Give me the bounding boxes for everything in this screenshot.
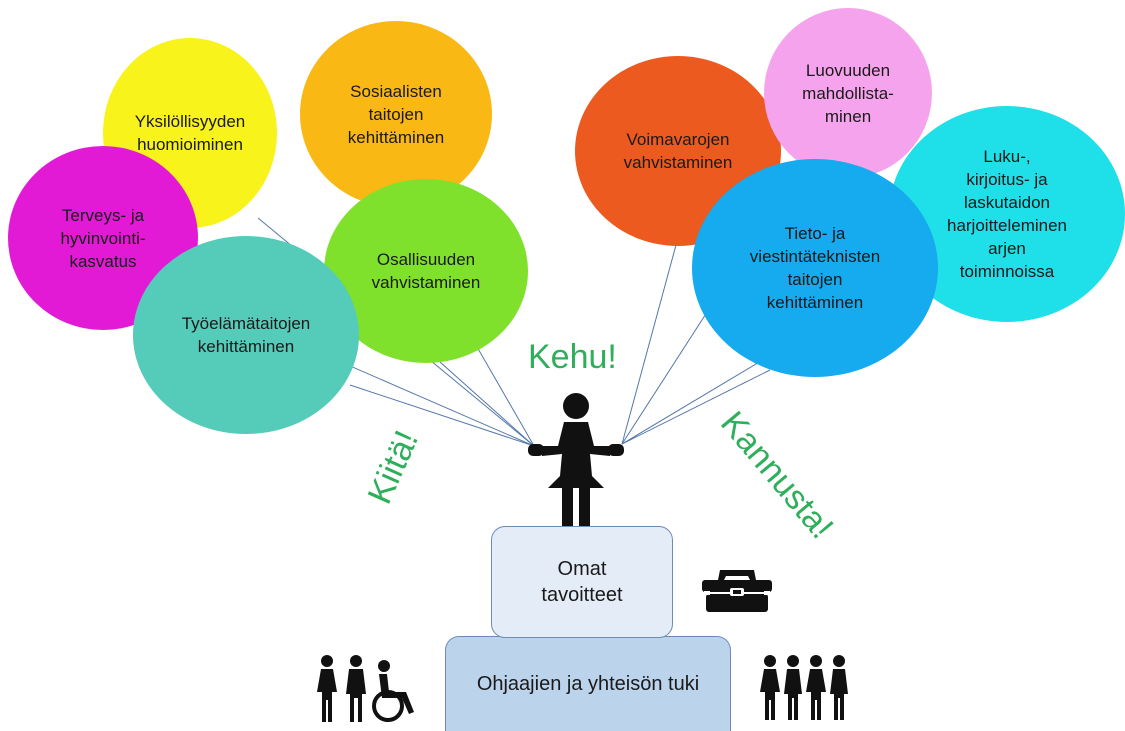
balloon-string-osallisuus: [439, 361, 535, 447]
support-label: Ohjaajien ja yhteisön tuki: [476, 673, 700, 695]
balloon-string-tyoelama: [349, 384, 535, 447]
balloon-string-voimavarat: [621, 244, 677, 445]
balloon-label: Työelämätaitojen kehittäminen: [181, 314, 311, 356]
balloon-label: Tieto- ja viestintäteknisten taitojen ke…: [749, 224, 881, 312]
shout-kehu: Kehu!: [528, 338, 617, 376]
balloon-voimavarat: Voimavarojen vahvistaminen: [575, 56, 781, 246]
balloon-label: Sosiaalisten taitojen kehittäminen: [347, 81, 445, 147]
balloon-label: Yksilöllisyyden huomioiminen: [134, 112, 246, 154]
goals-label: Omat tavoitteet: [541, 558, 623, 606]
group-of-people-icon: [760, 655, 848, 720]
goals-box: Omat tavoitteet: [491, 526, 673, 638]
balloon-sosiaaliset: Sosiaalisten taitojen kehittäminen: [300, 21, 492, 207]
balloon-label: Luku-, kirjoitus- ja laskutaidon harjoit…: [946, 147, 1067, 281]
balloon-tyoelama: Työelämätaitojen kehittäminen: [133, 236, 359, 434]
people-with-wheelchair-icon: [317, 655, 414, 722]
balloon-label: Voimavarojen vahvistaminen: [623, 130, 733, 172]
balloon-label: Terveys- ja hyvinvointi- kasvatus: [60, 205, 146, 271]
balloon-luovuus: Luovuuden mahdollista- minen: [764, 8, 932, 178]
balloon-label: Luovuuden mahdollista- minen: [802, 60, 894, 126]
balloon-tieto: Tieto- ja viestintäteknisten taitojen ke…: [692, 159, 938, 377]
toolbox-icon: [702, 570, 772, 612]
support-box: Ohjaajien ja yhteisön tuki: [445, 636, 731, 731]
balloon-label: Osallisuuden vahvistaminen: [371, 250, 481, 292]
person-holding-balloons-icon: [528, 393, 624, 528]
balloon-string-tieto: [621, 369, 771, 445]
